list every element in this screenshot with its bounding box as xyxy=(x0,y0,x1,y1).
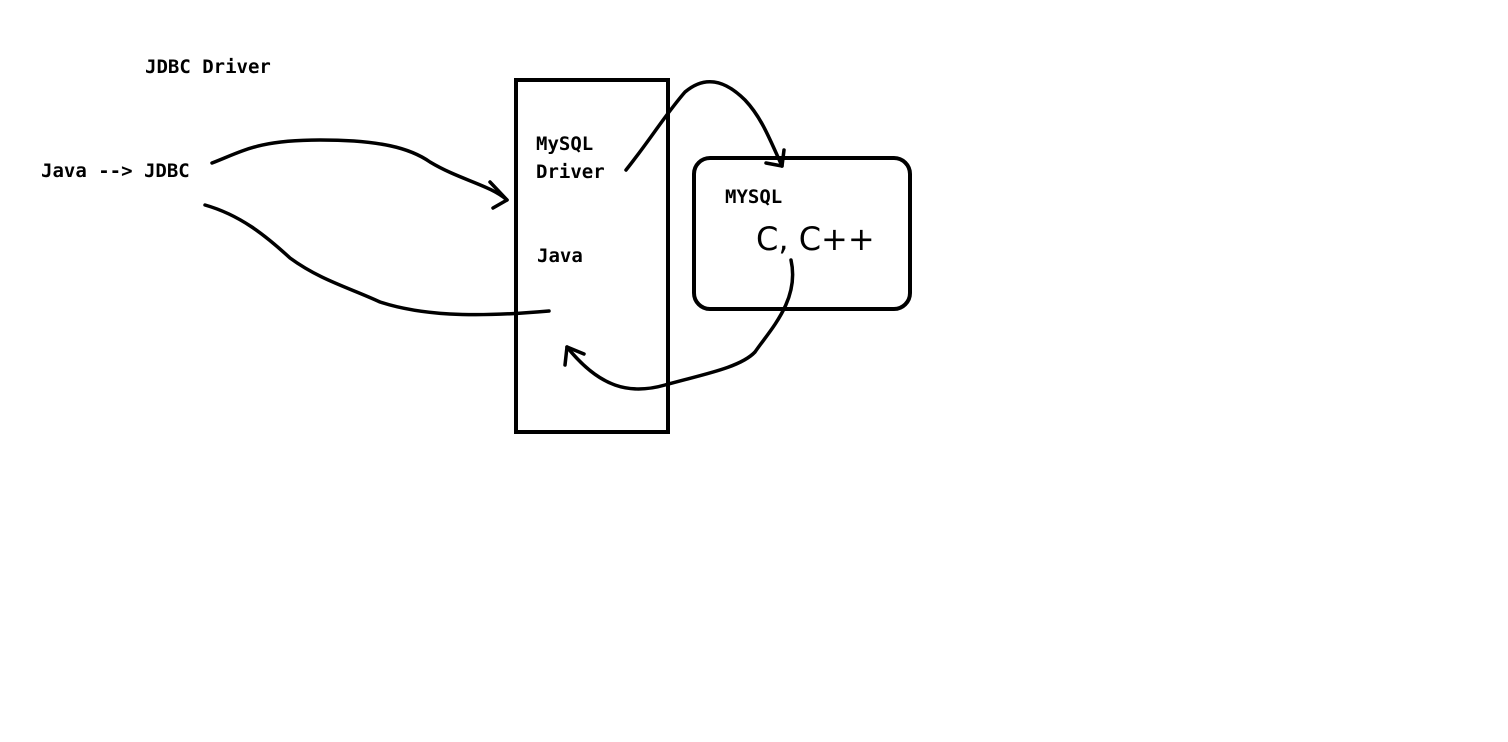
arrow-mysql-to-driver-head xyxy=(563,345,586,367)
curve-driver-to-java xyxy=(203,203,551,317)
mysql-box-languages: C, C++ xyxy=(756,220,875,258)
arrow-driver-to-mysql-head xyxy=(764,148,786,168)
driver-box-line2: Driver xyxy=(536,161,605,183)
arrow-jdbc-to-driver-head xyxy=(488,180,509,210)
driver-box-java-label: Java xyxy=(537,245,583,267)
driver-box-line1: MySQL xyxy=(536,133,593,155)
arrow-mysql-to-driver xyxy=(565,258,795,391)
driver-box xyxy=(514,78,670,434)
java-jdbc-label: Java --> JDBC xyxy=(41,160,190,182)
diagram-title: JDBC Driver xyxy=(145,56,271,78)
mysql-box xyxy=(692,156,912,311)
arrow-jdbc-to-driver xyxy=(210,138,509,202)
arrow-driver-to-mysql xyxy=(624,80,784,172)
mysql-box-label: MYSQL xyxy=(725,186,782,208)
